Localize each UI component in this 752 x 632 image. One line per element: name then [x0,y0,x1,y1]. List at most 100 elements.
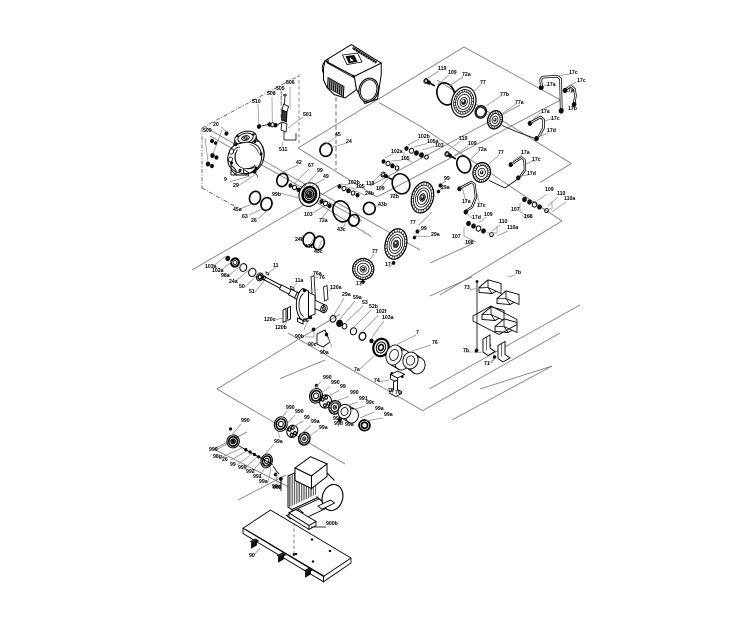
svg-text:99a: 99a [272,484,281,490]
svg-text:109: 109 [376,186,385,192]
svg-text:77b: 77b [500,92,509,98]
svg-text:990: 990 [238,465,247,471]
svg-text:105: 105 [401,156,410,162]
svg-text:72a: 72a [319,218,328,224]
svg-text:99d: 99d [334,421,343,427]
svg-text:109: 109 [545,187,554,193]
svg-text:99: 99 [444,176,450,182]
svg-text:17d: 17d [547,128,556,134]
svg-text:109: 109 [448,70,457,76]
svg-text:7: 7 [416,330,419,336]
svg-text:77: 77 [498,150,504,156]
svg-text:99: 99 [421,226,427,232]
svg-text:11a: 11a [295,278,303,284]
svg-text:107: 107 [511,207,520,213]
svg-text:43b: 43b [378,202,387,208]
svg-text:72a: 72a [462,72,471,78]
svg-text:102a: 102a [212,268,224,274]
svg-text:991: 991 [253,474,262,480]
svg-text:90a: 90a [320,350,329,356]
svg-text:7b: 7b [515,270,521,276]
svg-text:99: 99 [317,168,323,174]
svg-text:120b: 120b [275,325,287,331]
svg-text:29a: 29a [342,292,351,298]
svg-text:17a: 17a [541,109,550,115]
svg-text:107: 107 [452,234,461,240]
svg-text:102b: 102b [418,134,430,140]
svg-text:99a: 99a [311,419,320,425]
svg-text:99a: 99a [319,425,328,431]
svg-text:49: 49 [323,174,329,180]
svg-text:992: 992 [246,469,255,475]
svg-text:98a: 98a [221,273,230,279]
svg-text:45: 45 [335,132,341,138]
svg-text:990: 990 [350,390,359,396]
svg-text:24b: 24b [295,237,304,243]
svg-text:99: 99 [340,384,346,390]
svg-text:77: 77 [410,220,416,226]
svg-text:103a: 103a [205,264,217,270]
svg-text:990: 990 [286,405,295,411]
svg-text:120a: 120a [330,285,342,291]
svg-text:508: 508 [267,91,276,97]
svg-text:505: 505 [276,86,285,92]
svg-text:119: 119 [438,66,446,72]
svg-text:74: 74 [374,378,380,384]
svg-text:17c: 17c [569,70,578,76]
svg-text:509: 509 [203,128,212,134]
svg-text:26: 26 [251,218,257,224]
svg-text:103: 103 [304,212,313,218]
svg-text:102a: 102a [391,149,403,155]
svg-text:9: 9 [224,177,227,183]
svg-text:24a: 24a [229,279,238,285]
svg-text:102b: 102b [348,180,360,186]
svg-text:900b: 900b [326,521,338,527]
svg-text:501: 501 [303,112,312,118]
svg-text:90: 90 [249,553,255,559]
svg-text:43c: 43c [337,227,346,233]
svg-text:17d: 17d [472,215,481,221]
svg-text:43c: 43c [314,249,323,255]
svg-text:50: 50 [239,284,245,290]
svg-text:110: 110 [557,191,565,197]
svg-text:71: 71 [484,361,490,367]
svg-text:76: 76 [319,275,325,281]
svg-text:29: 29 [233,183,239,189]
svg-text:24: 24 [346,139,352,145]
svg-text:102f: 102f [376,309,387,315]
svg-text:991: 991 [359,396,368,402]
svg-text:110: 110 [499,219,507,225]
svg-text:98g: 98g [213,454,222,460]
svg-text:77a: 77a [515,100,524,106]
svg-text:20: 20 [213,122,219,128]
svg-text:51: 51 [249,289,255,295]
svg-text:17: 17 [356,281,362,287]
svg-text:90c: 90c [308,342,317,348]
svg-text:42: 42 [296,160,302,166]
svg-text:120c: 120c [264,317,276,323]
svg-text:29a: 29a [441,185,450,191]
svg-text:99a: 99a [345,422,354,428]
svg-text:17c: 17c [551,116,560,122]
svg-text:103a: 103a [382,315,394,321]
svg-text:90b: 90b [295,334,304,340]
svg-text:99b: 99b [333,416,342,422]
svg-text:99b: 99b [272,192,281,198]
svg-text:99a: 99a [274,439,283,445]
svg-text:108: 108 [465,240,474,246]
svg-text:990: 990 [295,409,304,415]
svg-text:110a: 110a [507,225,518,231]
svg-text:66: 66 [303,318,309,324]
svg-text:45a: 45a [233,207,242,213]
svg-text:17a: 17a [565,88,574,94]
svg-text:17: 17 [385,262,391,268]
svg-text:99a: 99a [384,412,393,418]
svg-text:99a: 99a [375,406,384,412]
svg-text:43b: 43b [305,244,314,250]
svg-text:109: 109 [468,141,477,147]
svg-text:17d: 17d [527,171,536,177]
svg-text:76: 76 [432,340,438,346]
svg-text:119: 119 [459,136,467,142]
svg-text:990: 990 [209,447,218,453]
svg-text:63: 63 [242,214,248,220]
